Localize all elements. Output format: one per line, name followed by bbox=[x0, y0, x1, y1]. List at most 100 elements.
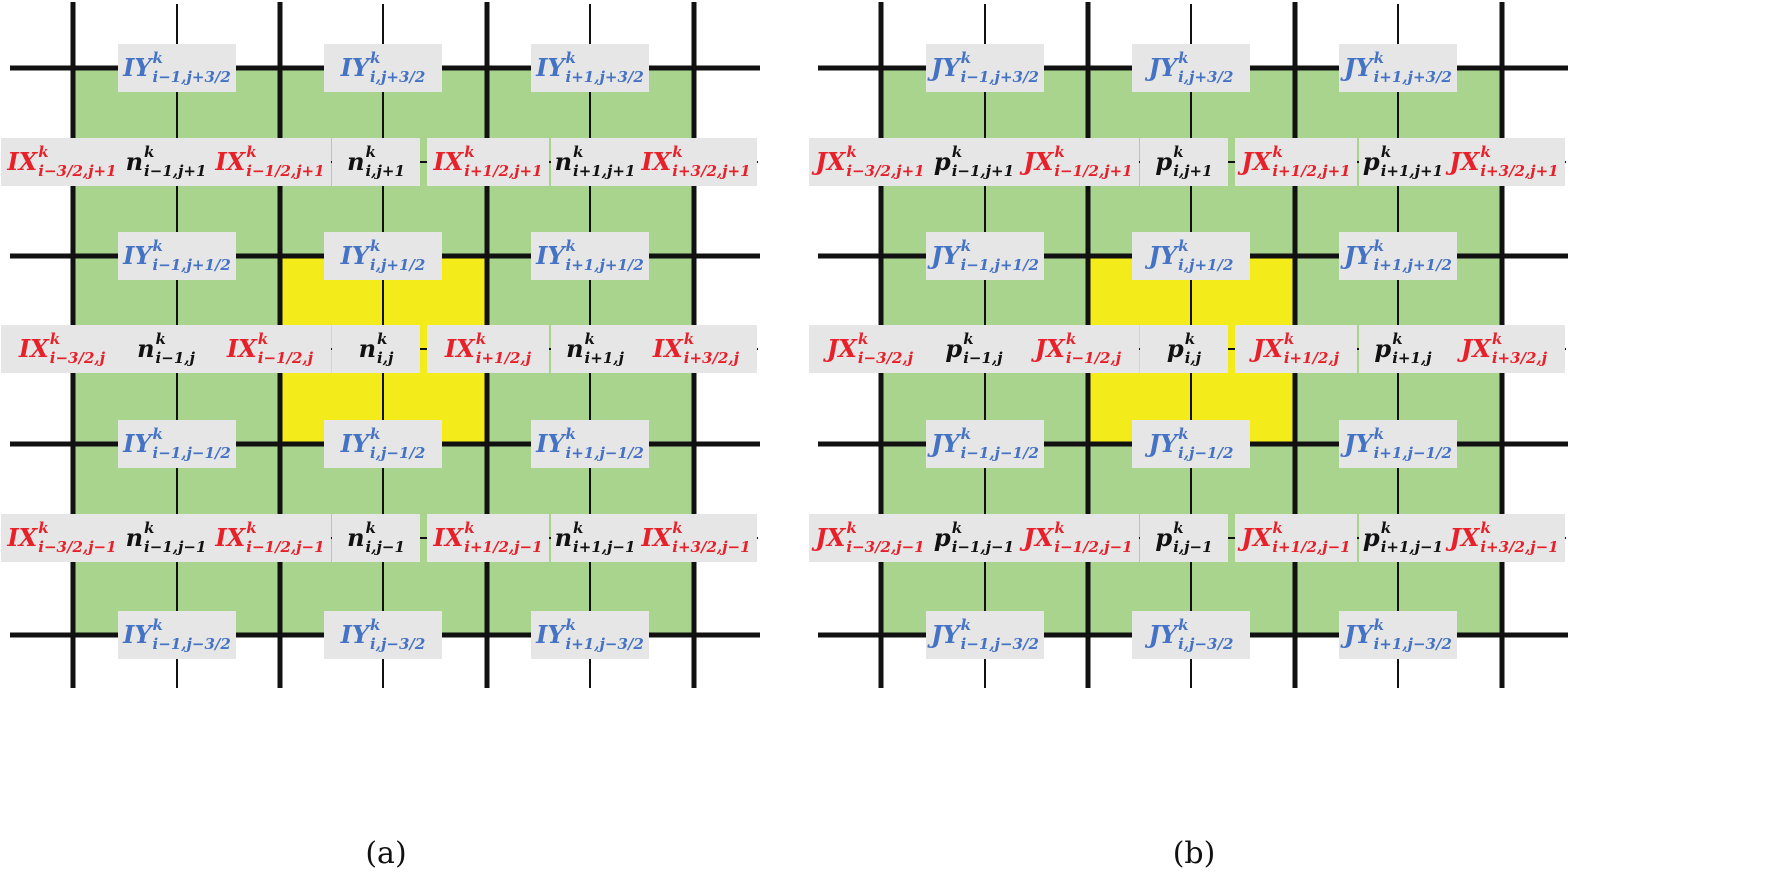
label-subscript: i+3/2,j−1 bbox=[672, 538, 751, 556]
label-superscript: k bbox=[960, 616, 972, 634]
label-superscript: k bbox=[377, 330, 388, 348]
label-superscript: k bbox=[144, 143, 155, 161]
label-subscript: i,j+1/2 bbox=[1178, 256, 1234, 274]
label-subscript: i−3/2,j bbox=[857, 349, 914, 367]
label-symbol: p bbox=[1362, 523, 1380, 552]
label-subscript: i,j+1 bbox=[1173, 162, 1213, 180]
label-symbol: IX bbox=[7, 523, 38, 552]
label-symbol: IX bbox=[7, 147, 38, 176]
label-subscript: i,j+3/2 bbox=[370, 68, 426, 86]
label-symbol: JX bbox=[1460, 334, 1491, 363]
label-subscript: i−3/2,j−1 bbox=[846, 538, 925, 556]
label-superscript: k bbox=[475, 330, 487, 348]
label-subscript: i+1/2,j+1 bbox=[1272, 162, 1351, 180]
label-superscript: k bbox=[565, 616, 576, 634]
label-subscript: i,j−3/2 bbox=[1178, 635, 1234, 653]
label-subscript: i−1,j bbox=[155, 349, 195, 367]
label-symbol: IY bbox=[536, 429, 565, 458]
label-symbol: JX bbox=[1449, 523, 1480, 552]
label-subscript: i+1,j+3/2 bbox=[1373, 68, 1452, 86]
label-subscript: i+1,j bbox=[1392, 349, 1432, 367]
label-subscript: i,j bbox=[1184, 349, 1202, 367]
label-subscript: i,j+1 bbox=[365, 162, 405, 180]
label-symbol: IX bbox=[226, 334, 257, 363]
label-symbol: JY bbox=[1148, 620, 1178, 649]
label-symbol: n bbox=[554, 147, 573, 176]
label-superscript: k bbox=[370, 425, 381, 443]
label-symbol: p bbox=[1374, 334, 1392, 363]
label-superscript: k bbox=[584, 330, 595, 348]
label-subscript: i−1,j+1 bbox=[951, 162, 1015, 180]
label-symbol: JY bbox=[931, 429, 960, 458]
label-subscript: i+3/2,j+1 bbox=[672, 162, 751, 180]
label-superscript: k bbox=[38, 143, 49, 161]
label-superscript: k bbox=[464, 519, 475, 537]
label-superscript: k bbox=[1173, 143, 1184, 161]
label-symbol: p bbox=[1155, 147, 1173, 176]
label-subscript: i−3/2,j−1 bbox=[38, 538, 117, 556]
grid-panel-b bbox=[816, 2, 1568, 688]
label-symbol: JX bbox=[815, 523, 846, 552]
label-subscript: i−1/2,j+1 bbox=[246, 162, 325, 180]
label-superscript: k bbox=[857, 330, 869, 348]
label-subscript: i−3/2,j+1 bbox=[846, 162, 925, 180]
label-subscript: i−3/2,j bbox=[49, 349, 106, 367]
label-superscript: k bbox=[1480, 143, 1491, 161]
label-subscript: i,j−3/2 bbox=[370, 635, 426, 653]
label-symbol: JY bbox=[1344, 241, 1373, 270]
label-symbol: n bbox=[554, 523, 573, 552]
label-subscript: i+1,j−1 bbox=[573, 538, 636, 556]
label-symbol: IY bbox=[536, 53, 565, 82]
label-superscript: k bbox=[1380, 519, 1392, 537]
label-superscript: k bbox=[152, 616, 163, 634]
label-subscript: i−1,j−3/2 bbox=[960, 635, 1039, 653]
label-subscript: i,j bbox=[377, 349, 394, 367]
label-subscript: i−1,j+3/2 bbox=[960, 68, 1039, 86]
label-symbol: IX bbox=[433, 147, 464, 176]
label-superscript: k bbox=[152, 425, 163, 443]
label-symbol: n bbox=[125, 147, 144, 176]
label-symbol: JY bbox=[931, 53, 960, 82]
label-symbol: JX bbox=[1241, 147, 1272, 176]
label-superscript: k bbox=[1283, 330, 1295, 348]
label-subscript: i+3/2,j bbox=[683, 349, 740, 367]
label-superscript: k bbox=[565, 237, 576, 255]
label-superscript: k bbox=[1054, 143, 1065, 161]
label-symbol: IX bbox=[641, 523, 672, 552]
label-subscript: i+1,j+1/2 bbox=[1373, 256, 1452, 274]
label-subscript: i+1/2,j bbox=[1283, 349, 1340, 367]
label-symbol: IY bbox=[123, 429, 152, 458]
label-symbol: JY bbox=[1148, 429, 1178, 458]
label-subscript: i+3/2,j−1 bbox=[1480, 538, 1559, 556]
label-superscript: k bbox=[1373, 616, 1385, 634]
label-subscript: i−3/2,j+1 bbox=[38, 162, 117, 180]
label-subscript: i+1,j bbox=[584, 349, 624, 367]
label-superscript: k bbox=[370, 49, 381, 67]
label-superscript: k bbox=[672, 143, 683, 161]
